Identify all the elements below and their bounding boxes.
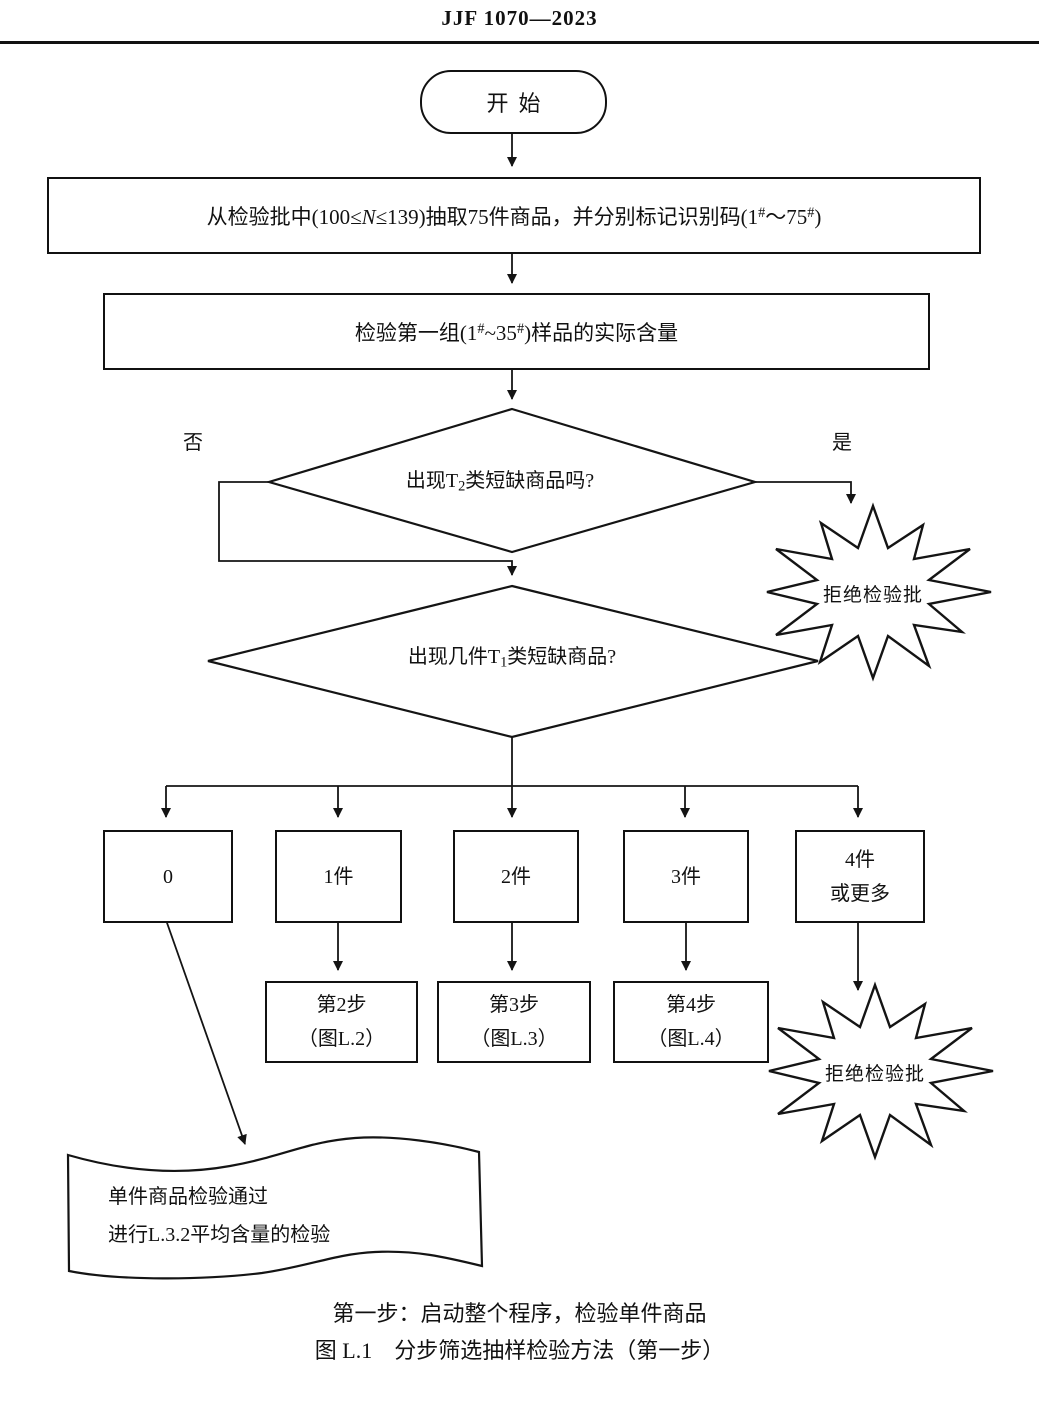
start-label: 开始: [486, 91, 551, 116]
hash-superscript: #: [807, 204, 815, 221]
document-line1: 单件商品检验通过: [108, 1186, 268, 1208]
reject-starburst-1: [766, 502, 992, 682]
reject2-label: 拒绝检验批: [824, 1064, 925, 1085]
hash-superscript: #: [516, 320, 525, 337]
document-ribbon-shape: [66, 1136, 484, 1280]
branch-box-3item: 3件: [623, 830, 749, 923]
yes-branch-label: 是: [832, 432, 852, 454]
document-line2: 进行L.3.2平均含量的检验: [108, 1224, 331, 1246]
step-note-caption: 第一步：启动整个程序，检验单件商品: [332, 1301, 707, 1326]
process2-text: 检验第一组(1#~35#)样品的实际含量: [354, 320, 679, 345]
step3-ref-box: 第3步 （图L.3）: [437, 981, 591, 1063]
branch-box-1item: 1件: [275, 830, 402, 923]
decision1-diamond: [265, 407, 759, 554]
decision1-text: 出现T2类短缺商品吗?: [405, 470, 595, 495]
process-sample-selection: 从检验批中(100≤N≤139)抽取75件商品，并分别标记识别码(1#～75#): [47, 177, 981, 254]
t1-subscript: 1: [500, 654, 508, 671]
step2-ref-box: 第2步 （图L.2）: [265, 981, 418, 1063]
process1-text: 从检验批中(100≤N≤139)抽取75件商品，并分别标记识别码(1#～75#): [206, 204, 822, 229]
connector-no-path: [218, 481, 517, 576]
branch-box-0: 0: [103, 830, 233, 923]
header-rule: [0, 41, 1039, 44]
connector-yes-path: [755, 481, 856, 504]
step4-ref-box: 第4步 （图L.4）: [613, 981, 769, 1063]
hash-superscript: #: [758, 204, 766, 221]
doc-number-header: JJF 1070—2023: [441, 6, 598, 30]
t2-subscript: 2: [458, 478, 466, 495]
process-first-group-inspection: 检验第一组(1#~35#)样品的实际含量: [103, 293, 930, 370]
branch-box-2item: 2件: [453, 830, 579, 923]
no-branch-label: 否: [183, 432, 203, 454]
variable-N: N: [361, 204, 376, 229]
reject1-label: 拒绝检验批: [822, 585, 923, 606]
decision2-text: 出现几件T1类短缺商品?: [407, 646, 617, 671]
arrow-zero-to-document: [165, 919, 247, 1145]
reject-starburst-2: [768, 981, 994, 1161]
branch-box-4item-or-more: 4件 或更多: [795, 830, 925, 923]
start-node: 开始: [420, 70, 607, 134]
hash-superscript: #: [477, 320, 485, 337]
figure-title-caption: 图 L.1 分步筛选抽样检验方法（第一步）: [314, 1338, 725, 1363]
